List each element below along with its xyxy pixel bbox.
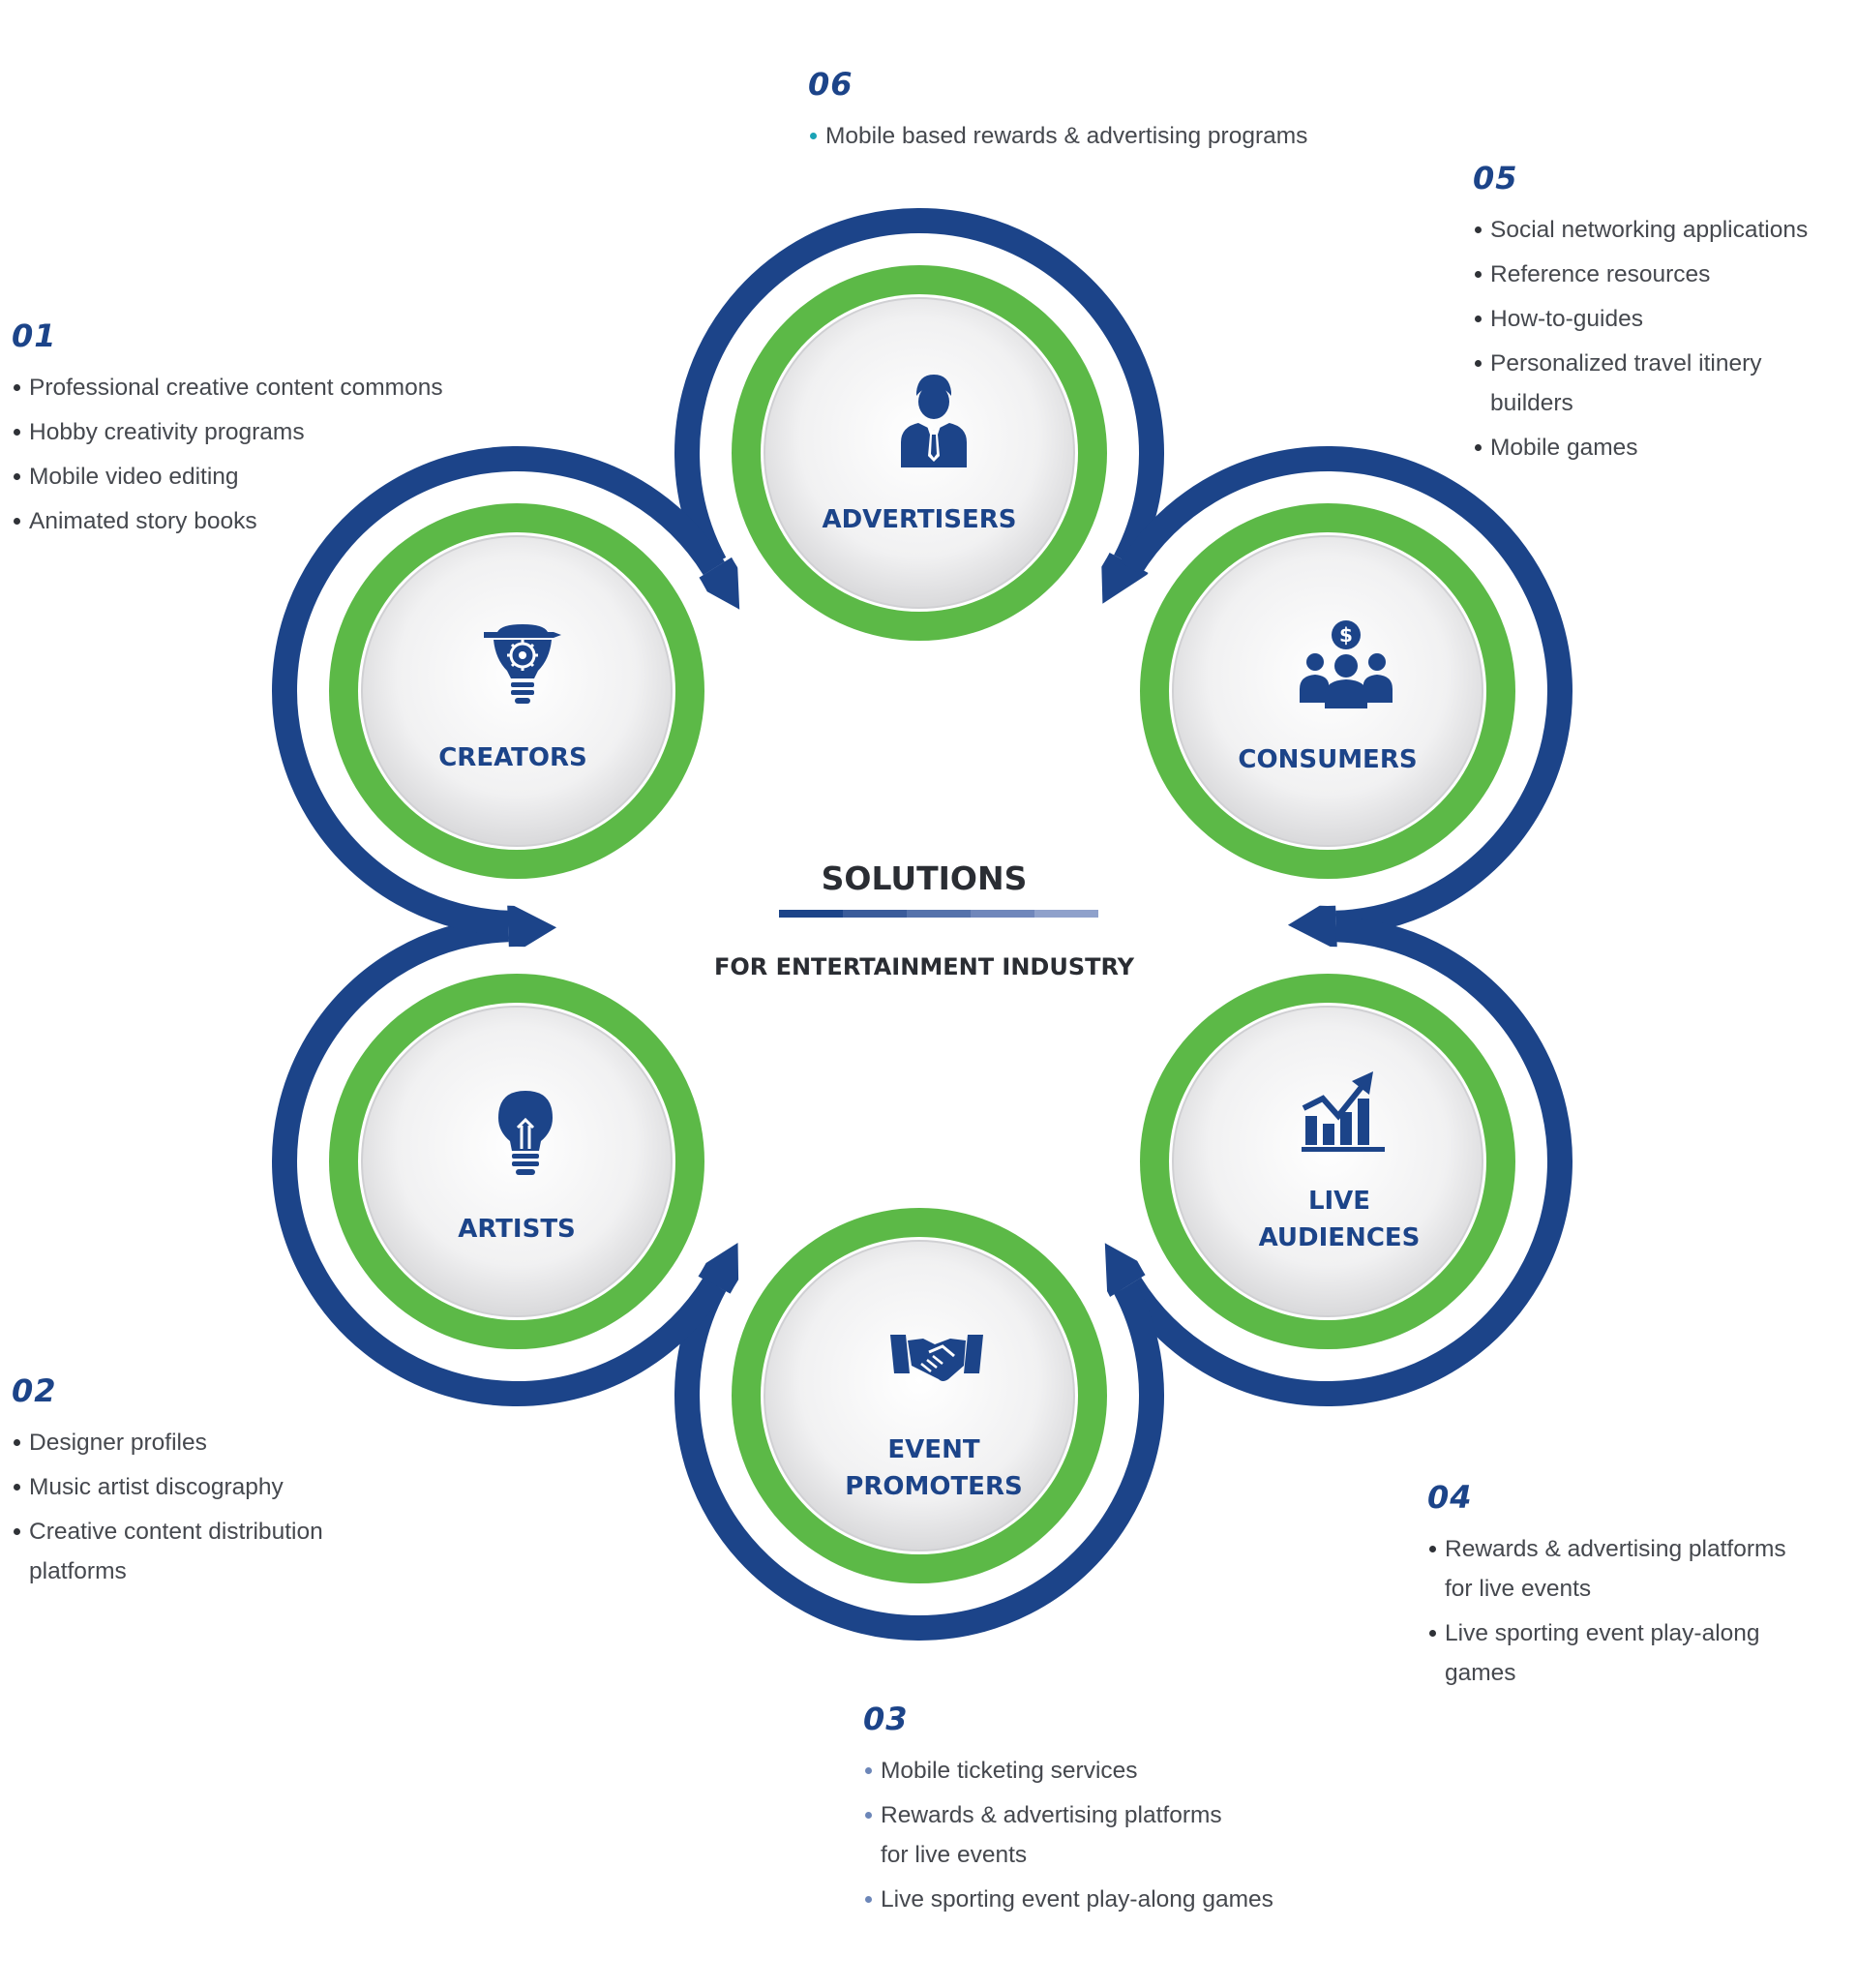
center-underline-bar bbox=[779, 910, 1098, 918]
block-number: 01 bbox=[12, 317, 57, 354]
node-label-advertisers: ADVERTISERS bbox=[822, 505, 1017, 534]
bullet-list: Mobile based rewards & advertising progr… bbox=[808, 116, 1307, 156]
consumers-group-icon: $ bbox=[1300, 620, 1393, 708]
node-label-live-audiences: LIVE AUDIENCES bbox=[1258, 1187, 1421, 1252]
node-disc-3 bbox=[764, 1240, 1075, 1551]
arrow-wedge-1 bbox=[1287, 895, 1337, 950]
block-number: 05 bbox=[1473, 160, 1518, 196]
bar-segment bbox=[1034, 910, 1098, 918]
block-number: 06 bbox=[808, 66, 854, 103]
node-label-artists: ARTISTS bbox=[458, 1215, 576, 1244]
block-number: 02 bbox=[12, 1372, 57, 1409]
node-label-creators: CREATORS bbox=[438, 743, 587, 772]
svg-text:$: $ bbox=[1339, 623, 1353, 647]
arrow-wedge-0 bbox=[1100, 548, 1150, 604]
center-subtitle: FOR ENTERTAINMENT INDUSTRY bbox=[713, 953, 1135, 980]
lightbulb-icon bbox=[498, 1091, 553, 1175]
navy-arc-1 bbox=[1120, 445, 1572, 936]
block-number: 03 bbox=[863, 1701, 909, 1737]
list-item: Social networking applications bbox=[1473, 210, 1808, 250]
bar-segment bbox=[907, 910, 971, 918]
list-item: Designer profiles bbox=[12, 1423, 323, 1462]
node-disc-2 bbox=[1172, 1006, 1483, 1317]
growth-chart-icon bbox=[1302, 1071, 1385, 1152]
list-item: Mobile video editing bbox=[12, 457, 443, 497]
navy-arc-5 bbox=[272, 445, 725, 936]
node-label-event-promoters: EVENT PROMOTERS bbox=[845, 1435, 1023, 1501]
list-item: Mobile games bbox=[1473, 428, 1808, 467]
list-item: How-to-guides bbox=[1473, 299, 1808, 339]
info-block-06: 06 Mobile based rewards & advertising pr… bbox=[808, 66, 1307, 161]
arrow-wedge-3 bbox=[691, 1243, 739, 1299]
arrow-wedge-2 bbox=[1104, 1243, 1153, 1299]
node-label-consumers: CONSUMERS bbox=[1238, 745, 1418, 774]
bar-segment bbox=[779, 910, 843, 918]
list-item: Professional creative content commons bbox=[12, 368, 443, 407]
list-item: Reference resources bbox=[1473, 255, 1808, 294]
navy-arc-3 bbox=[674, 1279, 1165, 1641]
navy-arc-0 bbox=[674, 208, 1165, 570]
list-item: Mobile ticketing services bbox=[863, 1751, 1273, 1791]
list-item: Hobby creativity programs bbox=[12, 412, 443, 452]
bar-segment bbox=[843, 910, 907, 918]
list-item: Music artist discography bbox=[12, 1467, 323, 1507]
list-item: Animated story books bbox=[12, 501, 443, 541]
block-number: 04 bbox=[1427, 1479, 1473, 1516]
navy-arc-2 bbox=[1120, 917, 1572, 1407]
businessman-icon bbox=[901, 375, 967, 467]
list-item: Mobile based rewards & advertising progr… bbox=[808, 116, 1307, 156]
connector-arcs bbox=[272, 208, 1572, 1641]
center-title: SOLUTIONS bbox=[821, 859, 1028, 897]
creative-idea-icon bbox=[484, 624, 561, 704]
arrow-wedge-5 bbox=[691, 554, 740, 610]
handshake-icon bbox=[890, 1335, 983, 1381]
list-item: Live sporting event play-along games bbox=[863, 1880, 1273, 1919]
info-block-01: 01 Professional creative content commons… bbox=[12, 317, 443, 546]
bar-segment bbox=[971, 910, 1034, 918]
arrow-wedge-4 bbox=[507, 902, 557, 957]
navy-arc-4 bbox=[272, 917, 725, 1407]
